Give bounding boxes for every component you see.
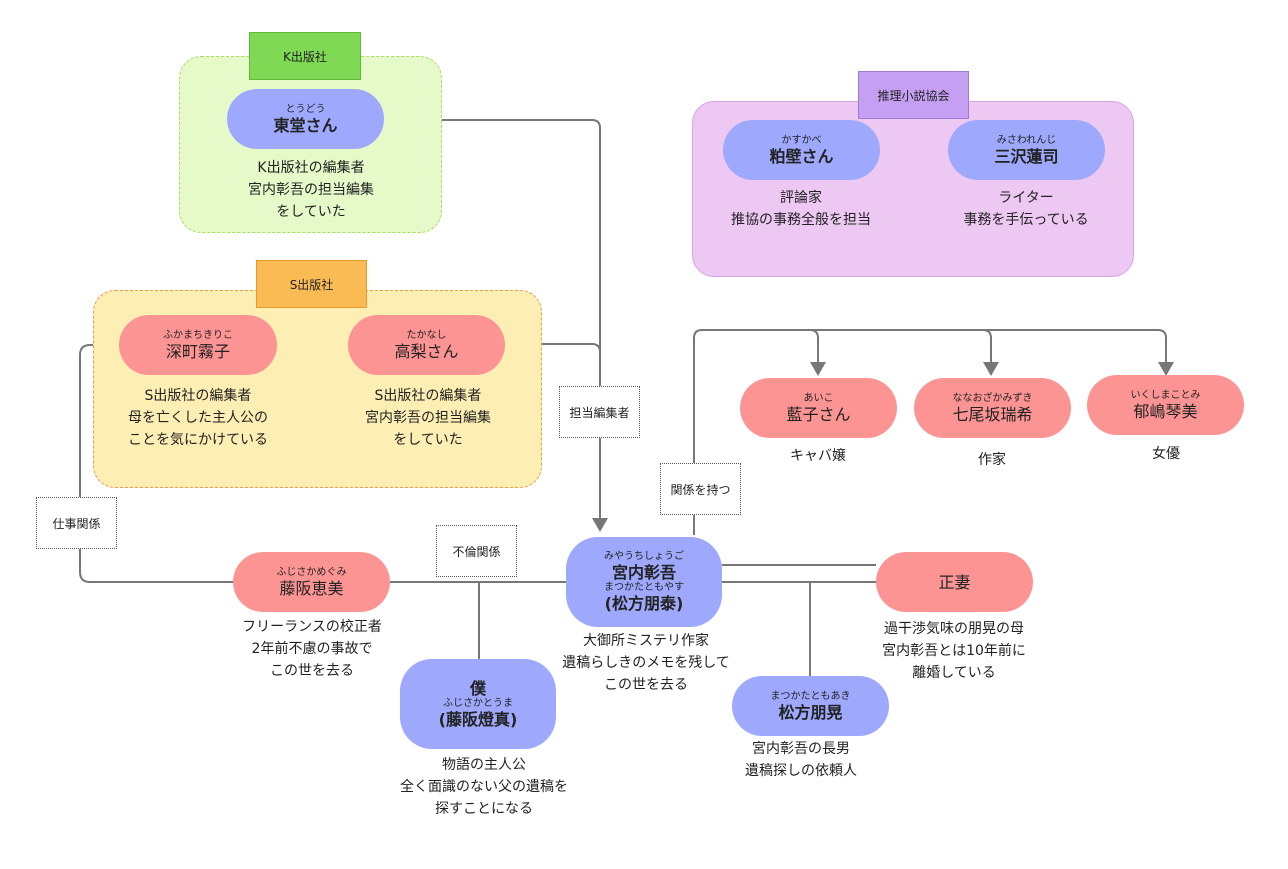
- node-misawa-desc: ライター 事務を手伝っている: [963, 190, 1089, 228]
- node-megumi-name: 藤阪恵美: [279, 578, 344, 598]
- node-nanao-ruby: ななおざかみずき: [952, 392, 1033, 404]
- node-tomoaki-name: 松方朋晃: [778, 702, 843, 722]
- node-boku[interactable]: 僕 ふじさかとうま (藤阪燈真): [400, 659, 556, 749]
- node-fukamachi-ruby: ふかまちきりこ: [163, 329, 233, 341]
- node-boku-name2: (藤阪燈真): [438, 710, 518, 729]
- edge-miyauchi-relations: [693, 329, 1174, 535]
- label-relationship: 関係を持つ: [660, 463, 741, 515]
- node-tomoaki-desc: 宮内彰吾の長男 遺稿探しの依頼人: [745, 741, 857, 779]
- label-work-relation: 仕事関係: [36, 497, 117, 549]
- group-k-title: K出版社: [249, 32, 361, 80]
- node-seisai[interactable]: 正妻: [876, 552, 1033, 612]
- node-kasukabe-desc: 評論家 推協の事務全般を担当: [731, 190, 871, 228]
- node-todo-name: 東堂さん: [273, 115, 338, 135]
- edge-to-aiko: [809, 329, 826, 376]
- node-misawa-name: 三沢蓮司: [994, 146, 1059, 166]
- node-todo[interactable]: とうどう 東堂さん: [227, 89, 384, 149]
- node-megumi-desc: フリーランスの校正者 2年前不慮の事故で この世を去る: [242, 619, 382, 679]
- edge-to-nanao: [982, 329, 999, 376]
- node-takanashi-desc: S出版社の編集者 宮内彰吾の担当編集 をしていた: [365, 388, 491, 448]
- node-fukamachi-name: 深町霧子: [165, 341, 230, 361]
- node-seisai-desc: 過干渉気味の朋晃の母 宮内彰吾とは10年前に 離婚している: [882, 621, 1026, 681]
- node-fukamachi-desc: S出版社の編集者 母を亡くした主人公の ことを気にかけている: [128, 388, 268, 448]
- node-miyauchi-ruby: みやうちしょうご: [604, 551, 684, 562]
- node-ikushima-desc: 女優: [1152, 446, 1180, 462]
- node-seisai-name: 正妻: [938, 572, 971, 592]
- node-miyauchi[interactable]: みやうちしょうご 宮内彰吾 まつかたともやす (松方朋泰): [566, 537, 722, 627]
- node-misawa[interactable]: みさわれんじ 三沢蓮司: [948, 120, 1105, 180]
- node-boku-desc: 物語の主人公 全く面識のない父の遺稿を 探すことになる: [400, 757, 568, 817]
- node-miyauchi-desc: 大御所ミステリ作家 遺稿らしきのメモを残して この世を去る: [562, 633, 730, 693]
- node-todo-ruby: とうどう: [285, 103, 326, 115]
- node-misawa-ruby: みさわれんじ: [996, 134, 1057, 146]
- node-aiko-name: 藍子さん: [786, 404, 851, 424]
- group-m-title: 推理小説協会: [858, 71, 969, 119]
- node-aiko-desc: キャバ嬢: [790, 448, 846, 464]
- node-ikushima[interactable]: いくしまことみ 郁嶋琴美: [1087, 375, 1244, 435]
- node-nanao[interactable]: ななおざかみずき 七尾坂瑞希: [914, 378, 1071, 438]
- group-s-title: S出版社: [256, 260, 367, 308]
- node-kasukabe-name: 粕壁さん: [769, 146, 834, 166]
- node-boku-name: 僕: [469, 679, 486, 698]
- node-miyauchi-name: 宮内彰吾: [611, 563, 676, 582]
- node-nanao-name: 七尾坂瑞希: [952, 404, 1033, 424]
- label-tanto-editor: 担当編集者: [559, 386, 640, 438]
- node-miyauchi-ruby2: まつかたともやす: [604, 582, 684, 593]
- node-miyauchi-name2: (松方朋泰): [604, 594, 684, 613]
- node-takanashi-ruby: たかなし: [406, 329, 447, 341]
- node-megumi-ruby: ふじさかめぐみ: [276, 566, 347, 578]
- node-takanashi-name: 高梨さん: [394, 341, 459, 361]
- edge-takanashi-miyauchi: [505, 343, 601, 368]
- node-todo-desc: K出版社の編集者 宮内彰吾の担当編集 をしていた: [248, 160, 374, 220]
- edge-todo-miyauchi: [384, 119, 608, 532]
- node-tomoaki[interactable]: まつかたともあき 松方朋晃: [732, 676, 889, 736]
- node-kasukabe-ruby: かすかべ: [781, 134, 822, 146]
- node-ikushima-name: 郁嶋琴美: [1133, 401, 1198, 421]
- node-fukamachi[interactable]: ふかまちきりこ 深町霧子: [119, 315, 277, 375]
- node-tomoaki-ruby: まつかたともあき: [770, 690, 851, 702]
- node-fujisaka-megumi[interactable]: ふじさかめぐみ 藤阪恵美: [233, 552, 390, 612]
- node-aiko-ruby: あいこ: [803, 392, 834, 404]
- edge-megumi-fukamachi: [79, 337, 233, 583]
- node-kasukabe[interactable]: かすかべ 粕壁さん: [723, 120, 880, 180]
- node-ikushima-ruby: いくしまことみ: [1130, 389, 1201, 401]
- node-boku-ruby: ふじさかとうま: [443, 698, 513, 709]
- label-affair: 不倫関係: [436, 525, 517, 577]
- node-nanao-desc: 作家: [978, 452, 1006, 468]
- node-aiko[interactable]: あいこ 藍子さん: [740, 378, 897, 438]
- node-takanashi[interactable]: たかなし 高梨さん: [348, 315, 505, 375]
